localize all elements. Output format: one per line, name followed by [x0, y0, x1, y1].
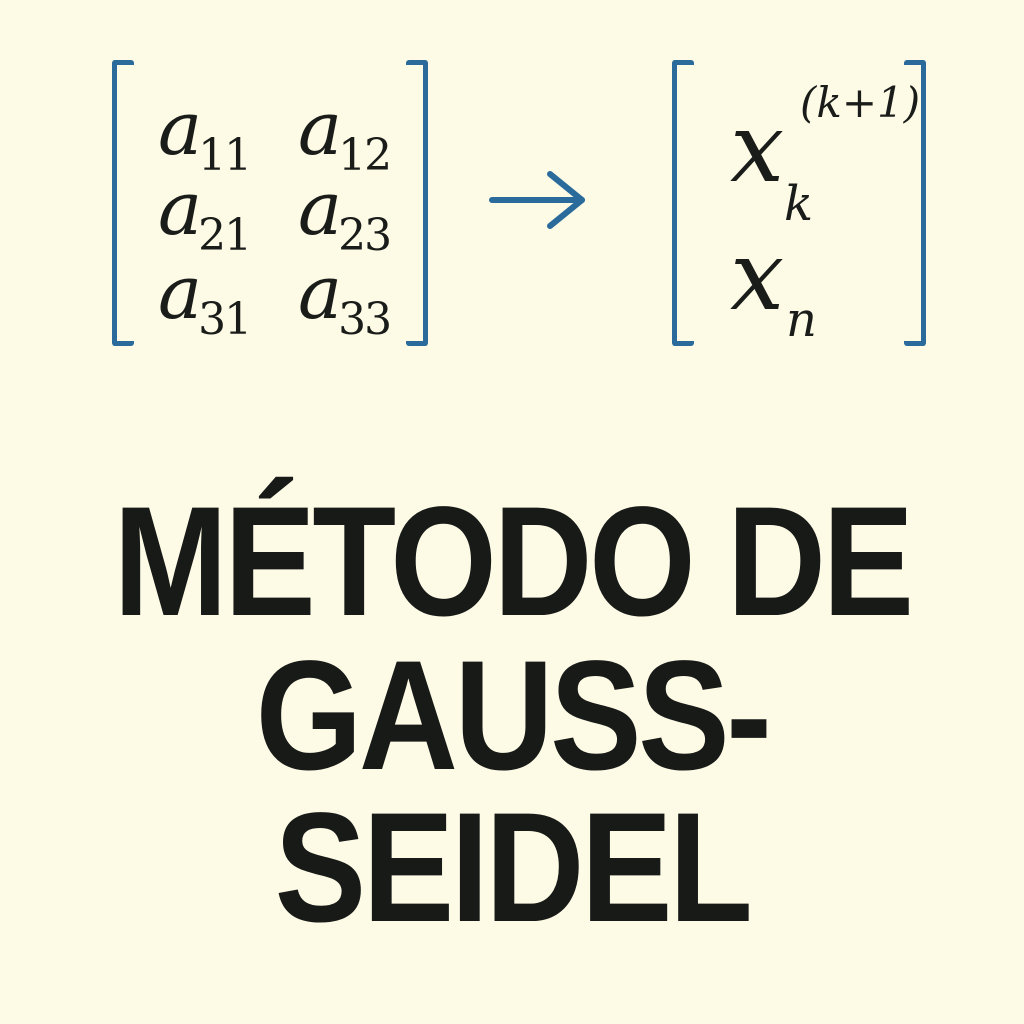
- matrix-left-bracket: [112, 60, 134, 346]
- matrix-entry-a21: a21: [158, 166, 252, 261]
- vector-var-xn: x: [730, 220, 785, 332]
- vector-left-bracket: [672, 60, 694, 346]
- title-line-3: SEIDEL: [274, 781, 753, 955]
- vector-sub-k: k: [784, 176, 814, 232]
- right-arrow-icon: [489, 171, 585, 229]
- matrix-right-bracket: [406, 60, 428, 346]
- vector-right-bracket: [904, 60, 926, 346]
- matrix-entry-a23: a23: [298, 166, 392, 261]
- coefficient-matrix: a11 a12 a21 a23 a31 a33: [112, 60, 428, 352]
- vector-superscript: (k+1): [800, 78, 921, 127]
- vector-sub-n: n: [786, 292, 817, 348]
- title-line-1: MÉTODO DE: [113, 475, 914, 649]
- matrix-entry-a33: a33: [298, 250, 392, 345]
- matrix-entry-a31: a31: [158, 250, 252, 345]
- matrix-entry-a12: a12: [298, 86, 392, 181]
- matrix-entry-a11: a11: [158, 86, 252, 181]
- title-line-2: GAUSS-: [255, 629, 772, 803]
- solution-vector: x (k+1) k x n: [672, 60, 926, 352]
- vector-var-xk: x: [730, 92, 785, 204]
